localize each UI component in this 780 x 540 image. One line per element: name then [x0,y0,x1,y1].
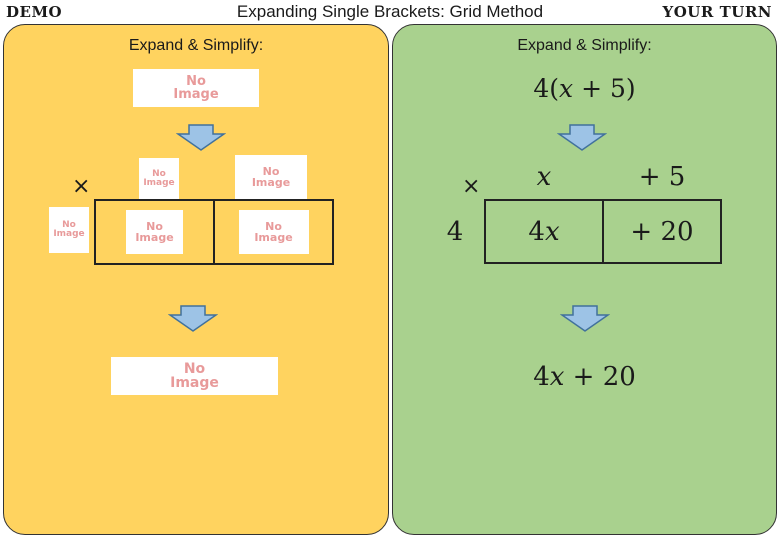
your-turn-instruction: Expand & Simplify: [517,37,652,54]
multiply-icon: × [72,174,91,199]
down-arrow-icon [560,305,610,332]
multiply-icon: × [462,174,481,199]
your-turn-question: 4(x + 5) [533,74,636,103]
your-turn-answer: 4x + 20 [533,362,636,392]
down-arrow-icon [176,124,226,151]
down-arrow-icon [557,124,607,151]
demo-label: DEMO [6,3,63,21]
your-turn-col-header-1: x [536,162,552,192]
your-turn-grid-cell-2: + 20 [602,201,720,262]
down-arrow-icon [168,305,218,332]
demo-panel [3,24,389,535]
demo-instruction: Expand & Simplify: [128,37,264,54]
page-title: Expanding Single Brackets: Grid Method [236,2,544,21]
your-turn-row-header: 4 [446,217,464,247]
your-turn-panel [392,24,777,535]
your-turn-col-header-2: + 5 [638,162,686,192]
your-turn-label: YOUR TURN [662,3,772,21]
